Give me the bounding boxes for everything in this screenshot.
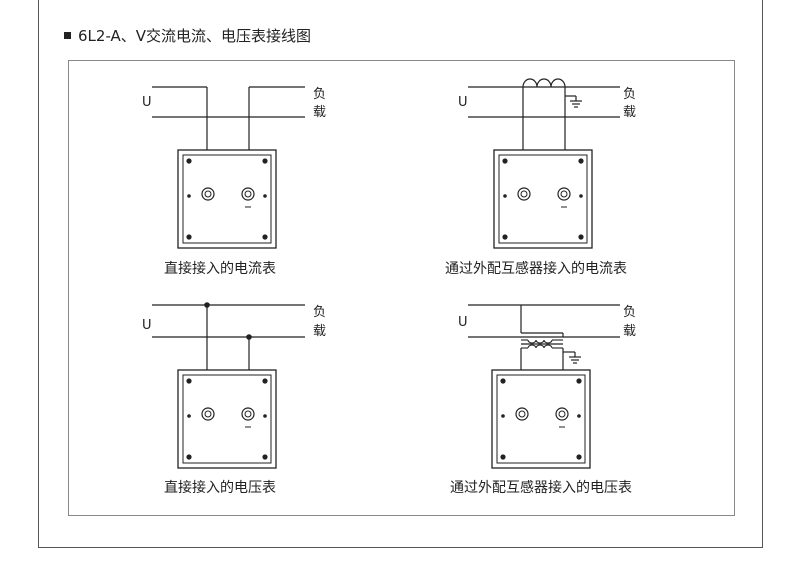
outer-frame [38,0,763,548]
meter-face [177,149,277,249]
diagram-ct-ammeter: U 负 载 通过外配互感器接入的电流表 [445,78,636,277]
square-bullet-icon [64,31,71,39]
load-label-top: 负 [623,305,636,320]
diagram-caption: 直接接入的电流表 [164,260,276,277]
section-heading: 6L2-A、V交流电流、电压表接线图 [64,24,311,46]
meter-face [491,369,591,469]
meter-face [493,149,593,249]
diagram-panel [68,60,735,516]
load-label-bottom: 载 [313,105,326,120]
load-label-bottom: 载 [623,105,636,120]
diagram-direct-ammeter: U 负 载 直接接入的电流表 [142,86,326,277]
load-label-bottom: 载 [623,324,636,339]
load-label-top: 负 [313,87,326,102]
source-label: U [458,315,468,330]
meter-face [177,369,277,469]
source-label: U [142,95,152,110]
load-label-bottom: 载 [313,324,326,339]
diagram-caption: 直接接入的电压表 [164,479,276,496]
diagram-direct-voltmeter: U 负 载 直接接入的电压表 [142,302,326,496]
diagram-pt-voltmeter: U 负 载 通过外配互感器接入的电压表 [450,304,636,496]
diagram-caption: 通过外配互感器接入的电流表 [445,260,627,277]
diagram-caption: 通过外配互感器接入的电压表 [450,479,632,496]
source-label: U [458,95,468,110]
load-label-top: 负 [313,305,326,320]
source-label: U [142,318,152,333]
heading-text: 6L2-A、V交流电流、电压表接线图 [78,26,312,45]
load-label-top: 负 [623,87,636,102]
